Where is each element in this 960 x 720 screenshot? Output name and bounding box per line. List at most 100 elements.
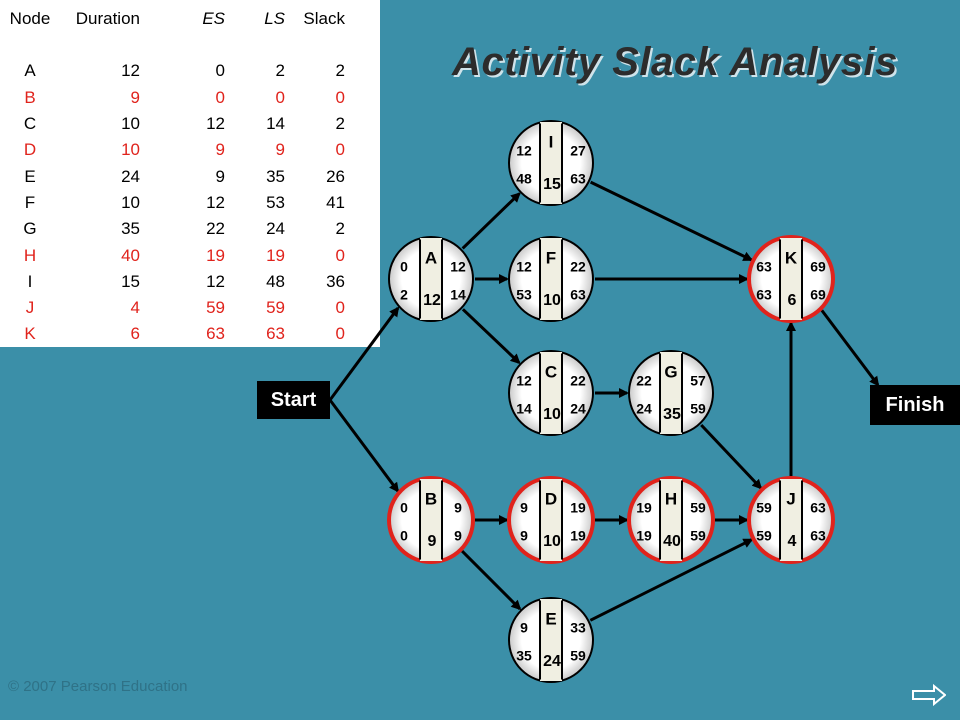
cell-slack: 2 — [335, 219, 345, 239]
cell-duration: 4 — [130, 298, 140, 318]
node-h: H 40 19 59 19 59 — [627, 476, 715, 564]
node-early-start: 59 — [756, 500, 772, 516]
cell-node: C — [23, 114, 37, 134]
node-early-finish: 12 — [450, 259, 466, 275]
cell-ls: 14 — [266, 114, 285, 134]
node-duration: 40 — [663, 533, 681, 550]
node-label: H — [665, 489, 677, 508]
edge-g-j — [700, 423, 763, 490]
node-early-start: 19 — [636, 500, 652, 516]
node-late-finish: 19 — [570, 528, 586, 544]
cell-es: 9 — [215, 140, 225, 160]
cell-node: J — [25, 298, 35, 318]
node-early-finish: 9 — [454, 500, 462, 516]
node-late-start: 2 — [400, 287, 408, 303]
cell-ls: 24 — [266, 219, 285, 239]
node-duration: 9 — [428, 533, 437, 550]
node-late-start: 19 — [636, 528, 652, 544]
cell-es: 0 — [215, 87, 225, 107]
cell-slack: 0 — [335, 298, 345, 318]
node-late-finish: 24 — [570, 401, 586, 417]
node-late-finish: 63 — [810, 528, 826, 544]
next-arrow-icon[interactable] — [912, 684, 946, 706]
finish-node: Finish — [870, 385, 960, 425]
node-late-finish: 59 — [570, 648, 586, 664]
node-late-finish: 63 — [570, 171, 586, 187]
node-early-finish: 59 — [690, 500, 706, 516]
node-duration: 10 — [543, 533, 561, 550]
node-duration: 10 — [543, 292, 561, 309]
node-early-finish: 69 — [810, 259, 826, 275]
node-early-start: 0 — [400, 259, 408, 275]
edge-start-a — [328, 306, 400, 401]
header-node: Node — [9, 9, 51, 28]
cell-es: 12 — [206, 114, 225, 134]
cell-node: F — [24, 192, 36, 212]
cell-duration: 15 — [121, 271, 140, 291]
node-center-band — [780, 238, 802, 320]
cell-es: 12 — [206, 192, 225, 212]
node-center-band — [660, 352, 682, 434]
cell-es: 12 — [206, 271, 225, 291]
node-label: B — [425, 489, 437, 508]
node-early-start: 9 — [520, 620, 528, 636]
node-late-start: 24 — [636, 401, 652, 417]
node-late-start: 48 — [516, 171, 532, 187]
node-late-start: 35 — [516, 648, 532, 664]
edge-i-k — [589, 180, 754, 262]
node-early-start: 12 — [516, 373, 532, 389]
header-duration: Duration — [75, 9, 140, 28]
node-early-start: 63 — [756, 259, 772, 275]
node-center-band — [420, 238, 442, 320]
node-early-finish: 22 — [570, 259, 586, 275]
node-late-finish: 69 — [810, 287, 826, 303]
node-early-start: 12 — [516, 259, 532, 275]
node-duration: 24 — [543, 653, 561, 670]
header-es: ES — [202, 9, 225, 28]
cell-node: H — [23, 245, 37, 265]
cell-es: 19 — [206, 245, 225, 265]
node-late-finish: 9 — [454, 528, 462, 544]
node-duration: 12 — [423, 292, 441, 309]
cell-es: 0 — [215, 61, 225, 81]
cell-es: 22 — [206, 219, 225, 239]
page-title: Activity Slack Analysis — [452, 40, 898, 84]
node-center-band — [540, 479, 562, 561]
cell-node: I — [27, 271, 33, 291]
cell-ls: 53 — [266, 192, 285, 212]
node-late-finish: 59 — [690, 528, 706, 544]
header-slack: Slack — [303, 9, 345, 28]
cell-slack: 0 — [335, 140, 345, 160]
node-duration: 10 — [543, 406, 561, 423]
node-early-start: 9 — [520, 500, 528, 516]
node-late-finish: 14 — [450, 287, 466, 303]
node-center-band — [540, 238, 562, 320]
cell-slack: 36 — [326, 271, 345, 291]
node-label: G — [664, 362, 677, 381]
node-label: J — [786, 489, 795, 508]
cell-ls: 63 — [266, 324, 285, 344]
node-center-band — [780, 479, 802, 561]
cell-ls: 48 — [266, 271, 285, 291]
cell-ls: 35 — [266, 166, 285, 186]
cell-duration: 10 — [121, 192, 140, 212]
node-early-start: 12 — [516, 143, 532, 159]
edge-b-e — [461, 550, 522, 611]
